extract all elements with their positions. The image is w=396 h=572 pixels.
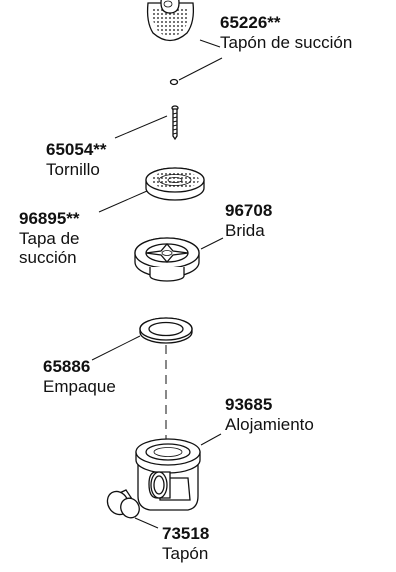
label-flange: 96708 Brida [225,201,272,240]
part-number: 96895** [19,209,80,228]
label-screw: 65054** Tornillo [46,140,107,179]
part-name-line-2: succión [19,248,77,268]
part-name: Tapón [162,543,209,563]
suction-cover-part [145,167,205,201]
label-suction-cap: 65226** Tapón de succión [220,13,352,52]
part-name-line-1: Tapa de [19,228,80,248]
part-number: 65886 [43,357,91,376]
part-name: Tapón de succión [220,32,353,52]
suction-cap-part [146,0,195,42]
part-name: Empaque [43,376,116,396]
washer-part [169,78,179,86]
part-name: Tornillo [46,159,100,179]
part-number: 65226** [220,13,281,32]
label-suction-cover: 96895** Tapa de succión [19,209,80,268]
leader-line-plug [134,517,159,529]
plug-part [106,489,140,519]
part-name: Brida [225,220,265,240]
leader-line-housing [200,433,222,446]
part-number: 96708 [225,201,273,220]
part-name: Alojamiento [225,414,314,434]
part-number: 73518 [162,524,210,543]
part-number: 93685 [225,395,273,414]
flange-part [134,237,200,282]
label-gasket: 65886 Empaque [43,357,116,396]
leader-line-flange [200,237,224,250]
housing-part [135,438,201,511]
label-housing: 93685 Alojamiento [225,395,314,434]
gasket-part [139,317,193,344]
label-plug: 73518 Tapón [162,524,209,563]
screw-part [171,105,179,141]
leader-line-washer [178,57,223,81]
leader-line-cover [98,190,148,213]
leader-line-gasket [91,335,141,361]
leader-line-screw [114,115,168,139]
leader-line-cap [199,39,221,48]
part-number: 65054** [46,140,107,159]
